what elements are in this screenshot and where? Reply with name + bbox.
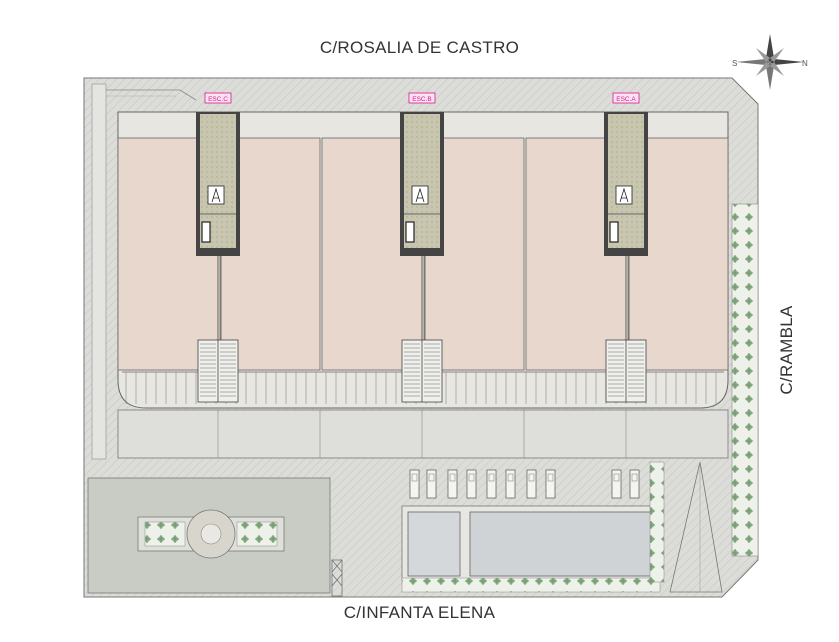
staircase — [197, 339, 239, 403]
sun-lounger — [466, 469, 477, 499]
stair-tag-label: ESC.C — [208, 96, 228, 103]
front-terraces — [117, 409, 729, 459]
swimming-pool — [469, 511, 655, 577]
sun-lounger — [486, 469, 497, 499]
stair-core: ESC.C — [196, 92, 240, 403]
stair-core: ESC.B — [400, 92, 444, 403]
sun-lounger — [526, 469, 537, 499]
staircase — [401, 339, 443, 403]
stair-tag-label: ESC.A — [616, 96, 636, 103]
street-label-bottom: C/INFANTA ELENA — [343, 603, 496, 622]
garden-plaza — [87, 477, 343, 597]
sun-lounger — [611, 469, 622, 499]
right-garden — [731, 203, 759, 557]
street-label-top: C/ROSALIA DE CASTRO — [319, 38, 520, 57]
elevator-icon — [609, 221, 619, 243]
sun-lounger — [629, 469, 640, 499]
sun-lounger — [505, 469, 516, 499]
sun-loungers — [409, 469, 640, 499]
sun-lounger — [409, 469, 420, 499]
staircase — [605, 339, 647, 403]
sun-lounger — [545, 469, 556, 499]
pool-area — [401, 461, 665, 593]
elevator-icon — [405, 221, 415, 243]
access-ramp — [91, 83, 197, 460]
compass-north-label: N — [802, 59, 808, 68]
pool-shallow — [407, 511, 461, 577]
stair-tag: ESC.B — [408, 92, 436, 104]
elevator-icon — [201, 221, 211, 243]
sun-lounger — [426, 469, 437, 499]
stair-core: ESC.A — [604, 92, 648, 403]
vehicle-ramp — [669, 461, 723, 593]
stair-tag: ESC.A — [612, 92, 640, 104]
compass-rose-icon: S N — [732, 34, 808, 90]
sun-lounger — [447, 469, 458, 499]
compass-south-label: S — [732, 59, 737, 68]
stair-cores: ESC.C ESC.B ESC.A — [196, 92, 648, 403]
stair-tag: ESC.C — [204, 92, 232, 104]
street-label-right: C/RAMBLA — [777, 305, 796, 395]
stair-tag-label: ESC.B — [412, 96, 432, 103]
